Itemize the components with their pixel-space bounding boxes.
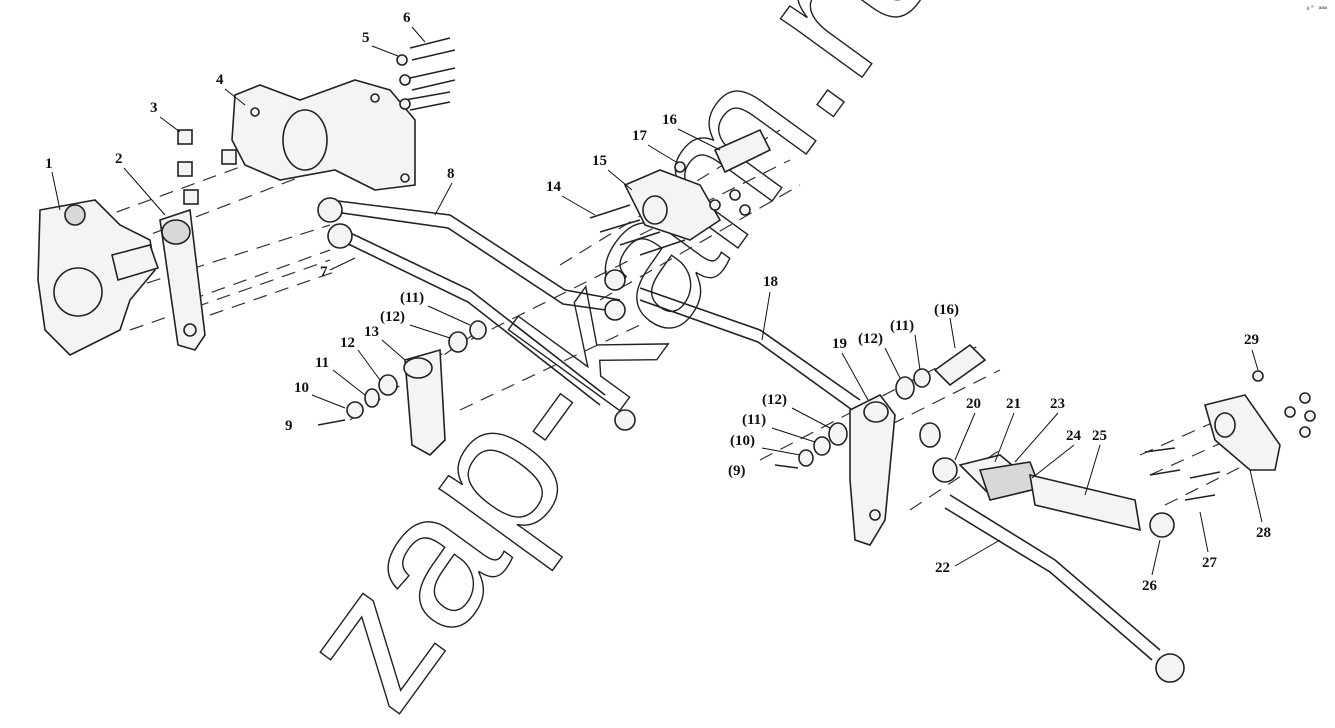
callout-1: 1 (45, 156, 53, 172)
callout-18: 18 (763, 274, 778, 290)
callout-23: 23 (1050, 396, 1065, 412)
callout-5: 5 (362, 30, 370, 46)
right-bracket-28 (1144, 370, 1316, 501)
callout-20: 20 (966, 396, 981, 412)
corner-mark: ₀ᵐ ∞∞ (1306, 4, 1327, 12)
callout-10: 10 (294, 380, 309, 396)
upper-bracket-15 (589, 128, 772, 256)
drag-link-8 (317, 197, 621, 313)
callout-9: 9 (285, 418, 293, 434)
callout-28: 28 (1256, 525, 1271, 541)
callout-14: 14 (546, 179, 562, 195)
callout-24: 24 (1066, 428, 1082, 444)
callout-6: 6 (403, 10, 411, 26)
steering-gear (37, 199, 160, 356)
bolt-group-6 (396, 37, 456, 111)
idler-arm-19 (849, 393, 896, 546)
callout-11-paren-c: (11) (742, 412, 766, 428)
drag-link-7 (327, 223, 636, 431)
tie-rod-22 (944, 494, 1185, 683)
callout-4: 4 (216, 72, 224, 88)
callout-7: 7 (320, 264, 328, 280)
callout-26: 26 (1142, 578, 1158, 594)
callout-11-paren: (11) (400, 290, 424, 306)
callout-21: 21 (1006, 396, 1021, 412)
intermediate-arm-13 (317, 320, 487, 456)
callout-25: 25 (1092, 428, 1107, 444)
callout-29: 29 (1244, 332, 1259, 348)
mounting-bracket (231, 79, 416, 191)
pitman-arm (159, 208, 206, 351)
callout-16: 16 (662, 112, 678, 128)
bushing-group-right (774, 343, 987, 469)
callout-labels: 1 2 3 4 5 6 7 8 9 10 11 12 13 (11) (12) … (45, 10, 1271, 594)
callout-12-paren-c: (12) (762, 392, 787, 408)
callout-12-paren-b: (12) (858, 331, 883, 347)
callout-19: 19 (832, 336, 847, 352)
power-cylinder (932, 454, 1175, 538)
callout-2: 2 (115, 151, 123, 167)
callout-12: 12 (340, 335, 355, 351)
bolt-group-3 (177, 129, 237, 205)
callout-15: 15 (592, 153, 607, 169)
callout-11-paren-b: (11) (890, 318, 914, 334)
callout-13: 13 (364, 324, 379, 340)
callout-10-paren: (10) (730, 433, 755, 449)
callout-8: 8 (447, 166, 455, 182)
callout-27: 27 (1202, 555, 1218, 571)
center-ball-joints (604, 269, 626, 321)
callout-16-paren: (16) (934, 302, 959, 318)
callout-3: 3 (150, 100, 158, 116)
callout-11: 11 (315, 355, 329, 371)
callout-12-paren: (12) (380, 309, 405, 325)
callout-22: 22 (935, 560, 950, 576)
callout-9-paren: (9) (728, 463, 746, 479)
callout-17: 17 (632, 128, 648, 144)
tie-rod-18 (639, 287, 861, 413)
